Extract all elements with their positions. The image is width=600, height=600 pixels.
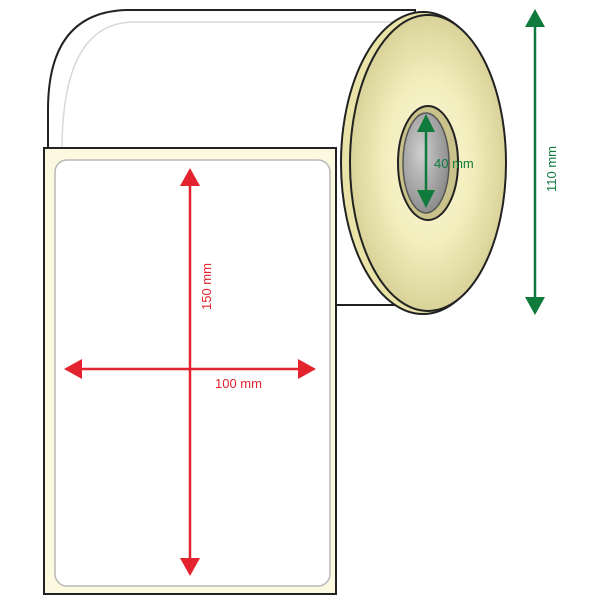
label-sheet (54, 159, 331, 587)
roll-diameter-value: 110 mm (544, 146, 559, 192)
label-height-value: 150 mm (199, 263, 214, 310)
roll-diameter-arrow (525, 9, 545, 315)
label-width-value: 100 mm (215, 376, 262, 391)
label-height-arrow (180, 168, 200, 576)
core-diameter-value: 40 mm (434, 156, 474, 171)
core-diameter-arrow (417, 114, 435, 208)
label-width-arrow (64, 359, 316, 379)
roll-side (340, 11, 507, 315)
